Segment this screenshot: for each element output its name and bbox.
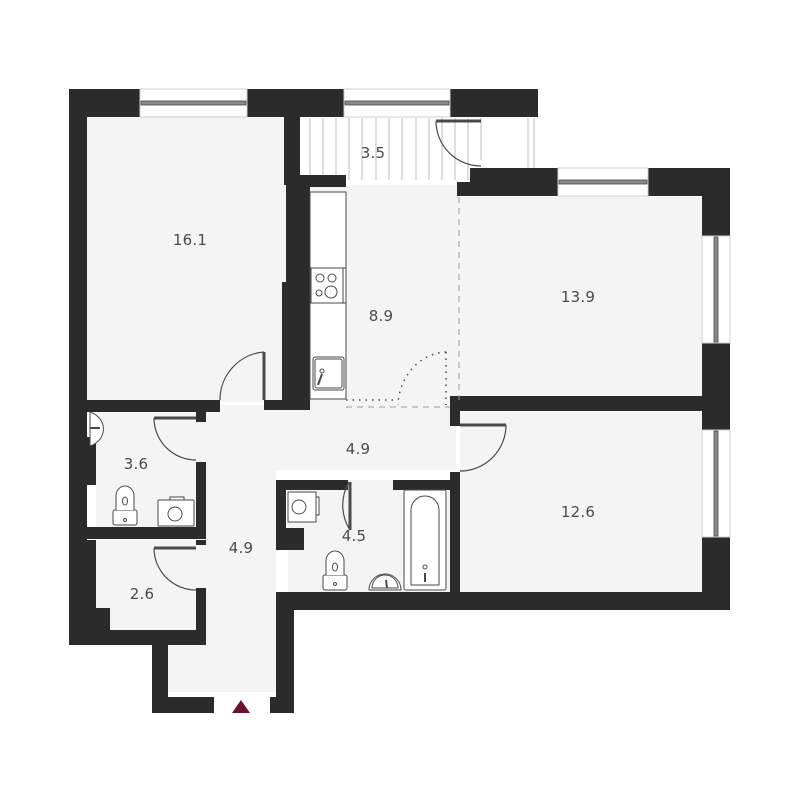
bathroom-small-fixtures	[89, 411, 195, 527]
room-area-storage: 2.6	[129, 585, 155, 603]
floor-bedroom-right[interactable]	[460, 412, 702, 592]
window-living-right	[701, 235, 731, 344]
door-storage[interactable]	[153, 546, 197, 591]
floor-storage[interactable]	[96, 540, 196, 630]
bathroom-main-fixtures	[287, 489, 447, 591]
room-area-bedroom-right: 12.6	[560, 503, 596, 521]
floor-bedroom-left[interactable]	[86, 117, 286, 402]
room-area-living-room: 13.9	[560, 288, 596, 306]
washing-machine-icon	[157, 496, 195, 527]
door-bathroom-small[interactable]	[153, 416, 197, 461]
bathtub-icon	[403, 489, 447, 591]
stove-icon	[310, 267, 347, 304]
window-bedroom-left	[139, 88, 248, 118]
room-area-bathroom-main: 4.5	[341, 527, 367, 545]
floor-balcony[interactable]	[300, 117, 450, 185]
open-boundaries	[346, 197, 460, 408]
windows	[139, 88, 731, 538]
room-area-kitchen: 8.9	[368, 307, 394, 325]
door-balcony[interactable]	[435, 119, 482, 167]
toilet-icon	[322, 550, 348, 591]
washbasin-icon	[368, 573, 402, 591]
floor-living-room[interactable]	[460, 197, 702, 397]
room-area-bedroom-left: 16.1	[172, 231, 208, 249]
kitchen-counter	[309, 191, 347, 400]
room-area-bathroom-small: 3.6	[123, 455, 149, 473]
room-area-hall: 4.9	[345, 440, 371, 458]
washing-machine-icon	[287, 491, 320, 523]
entrance-arrow-icon	[232, 700, 250, 713]
window-living-top	[557, 167, 649, 197]
doors	[153, 119, 507, 591]
washbasin-icon	[89, 411, 104, 447]
room-area-corridor: 4.9	[228, 539, 254, 557]
toilet-icon	[112, 485, 138, 526]
door-bedroom-right[interactable]	[459, 423, 507, 472]
door-bathroom-main[interactable]	[342, 481, 352, 531]
walls	[69, 89, 730, 713]
room-area-balcony: 3.5	[360, 144, 386, 162]
door-bedroom-left[interactable]	[219, 351, 266, 401]
window-bedroom-right	[701, 429, 731, 538]
door-swing-dotted	[346, 351, 447, 406]
floors	[86, 117, 702, 692]
kitchen-sink-icon	[312, 356, 345, 391]
balcony-decking	[309, 118, 535, 180]
window-balcony	[343, 88, 451, 118]
